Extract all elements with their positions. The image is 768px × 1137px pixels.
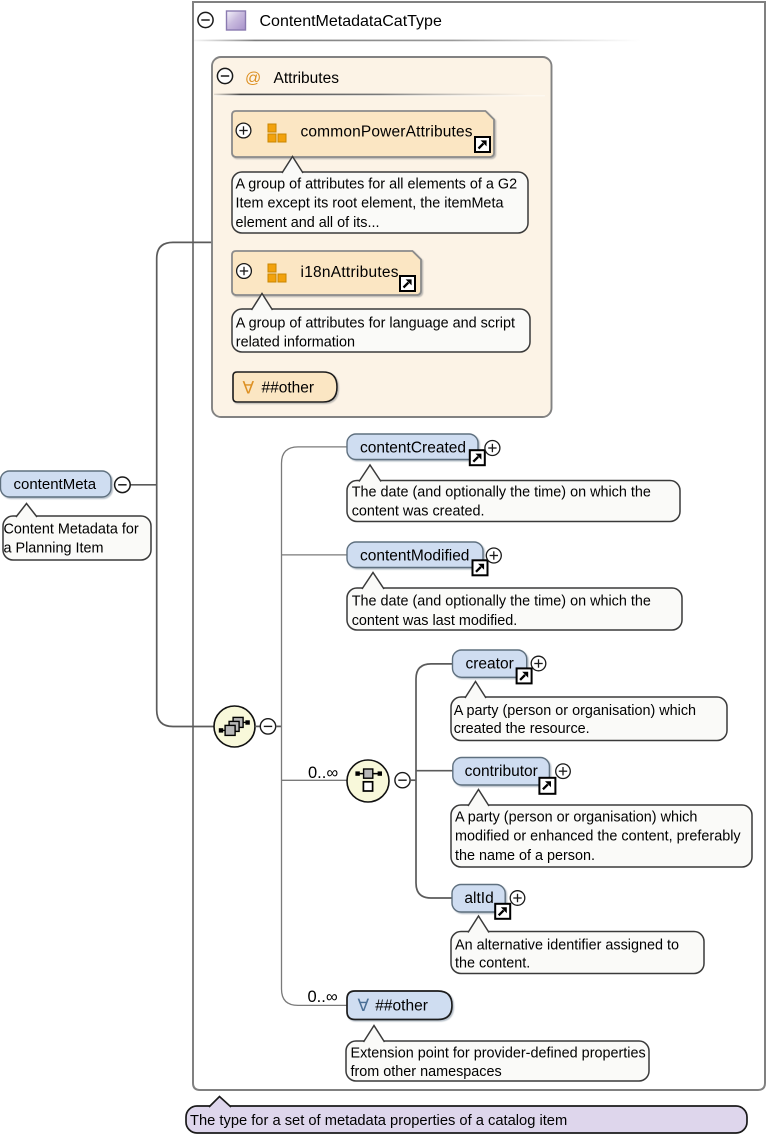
svg-text:0..∞: 0..∞: [308, 988, 338, 1006]
svg-text:Content Metadata for: Content Metadata for: [4, 522, 139, 538]
svg-text:contentCreated: contentCreated: [360, 439, 466, 456]
svg-text:i18nAttributes: i18nAttributes: [301, 264, 399, 281]
svg-text:A group of attributes for all: A group of attributes for all elements o…: [236, 176, 518, 192]
svg-text:##other: ##other: [262, 380, 315, 397]
svg-text:contentMeta: contentMeta: [14, 476, 97, 493]
svg-text:@: @: [245, 70, 261, 87]
svg-text:creator: creator: [466, 656, 514, 673]
svg-text:commonPowerAttributes: commonPowerAttributes: [301, 123, 473, 140]
svg-text:ContentMetadataCatType: ContentMetadataCatType: [260, 13, 442, 30]
svg-text:Attributes: Attributes: [274, 70, 340, 87]
svg-text:related information: related information: [236, 334, 355, 350]
svg-text:A party (person or organisatio: A party (person or organisation) which: [455, 809, 697, 825]
svg-text:a Planning Item: a Planning Item: [4, 541, 104, 557]
svg-text:contributor: contributor: [465, 763, 538, 780]
svg-text:the content.: the content.: [455, 956, 530, 972]
svg-text:altId: altId: [464, 890, 493, 907]
svg-text:0..∞: 0..∞: [308, 764, 338, 782]
svg-text:The date (and optionally the t: The date (and optionally the time) on wh…: [352, 594, 651, 610]
svg-text:A party (person or organisatio: A party (person or organisation) which: [454, 703, 696, 719]
svg-text:∀: ∀: [243, 379, 255, 398]
svg-text:The type for a set of metadata: The type for a set of metadata propertie…: [190, 1113, 567, 1129]
svg-text:content was last modified.: content was last modified.: [352, 613, 518, 629]
svg-text:modified or enhanced the conte: modified or enhanced the content, prefer…: [455, 829, 741, 845]
svg-text:∀: ∀: [358, 996, 370, 1015]
svg-text:created the resource.: created the resource.: [454, 721, 590, 737]
svg-text:The date (and optionally the t: The date (and optionally the time) on wh…: [352, 485, 651, 501]
svg-text:from other namespaces: from other namespaces: [351, 1064, 502, 1080]
svg-text:An alternative identifier assi: An alternative identifier assigned to: [455, 938, 679, 954]
svg-text:element and all of its...: element and all of its...: [236, 215, 380, 231]
svg-text:content was created.: content was created.: [352, 504, 485, 520]
svg-text:Extension point for provider-d: Extension point for provider-defined pro…: [351, 1045, 646, 1061]
svg-text:##other: ##other: [375, 998, 428, 1015]
svg-text:contentModified: contentModified: [360, 547, 469, 564]
svg-text:A group of attributes for lang: A group of attributes for language and s…: [236, 316, 515, 332]
svg-text:Item except its root element,: Item except its root element, the itemMe…: [236, 196, 504, 212]
svg-text:the name of a person.: the name of a person.: [455, 848, 595, 864]
